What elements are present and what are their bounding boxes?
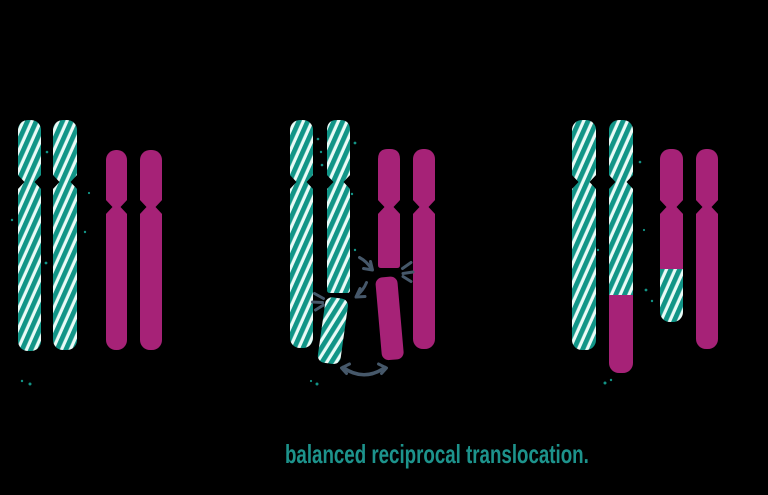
panel-breaks [289,120,436,377]
chromosome-derivative-magenta [659,149,684,322]
swap-arrow-icon [340,362,388,377]
centromere-notch-right [120,199,128,215]
centromere-notch-left [695,199,703,215]
chromosome-derivative-teal [608,120,634,373]
centromere-notch-right [343,174,351,190]
chromosome-body [140,150,162,350]
panel-translocation-result [571,120,719,373]
chromosome-upper-part [327,120,350,293]
caption: balanced reciprocal translocation. [285,439,589,469]
chromosome-teal-1 [571,120,597,350]
speckle-texture [10,137,654,386]
centromere-notch-left [289,174,297,190]
centromere-notch-left [571,174,579,190]
chromosome-body [53,120,77,350]
chromosome-body [572,120,596,350]
centromere-notch-right [711,199,719,215]
chromosome-teal-2 [52,120,78,350]
chromosome-teal-1 [17,120,42,351]
chromosome-body [18,120,41,351]
centromere-notch-right [393,199,401,215]
chromosome-body [413,149,435,349]
centromere-notch-left [17,174,25,190]
centromere-notch-right [428,199,436,215]
centromere-notch-left [377,199,385,215]
centromere-notch-left [326,174,334,190]
chromosome-upper-part [378,149,400,268]
chromosome-magenta-2 [412,149,436,349]
centromere-notch-left [105,199,113,215]
chromosome-body [696,149,718,349]
centromere-notch-right [70,174,78,190]
chromosome-magenta-2 [139,150,163,350]
chromosome-body [660,149,683,322]
chromosome-broken-segment [317,297,348,365]
centromere-notch-left [608,174,616,190]
centromere-notch-right [589,174,597,190]
chromosome-teal-1 [289,120,314,348]
centromere-notch-right [626,174,634,190]
centromere-notch-left [412,199,420,215]
chromosome-body [609,120,633,373]
translocated-magenta-segment [609,295,633,373]
centromere-notch-left [139,199,147,215]
chromosome-broken-segment [375,276,404,361]
centromere-notch-right [34,174,42,190]
chromosome-magenta-2 [695,149,719,349]
chromosome-body [106,150,127,350]
break-arrow-icon [354,281,368,299]
centromere-notch-left [52,174,60,190]
magenta-segment [660,149,683,269]
centromere-notch-left [659,199,667,215]
break-arrow-icon [358,256,374,272]
shatter-spark-icon [311,292,325,312]
translocated-teal-striped-segment [660,269,683,322]
centromere-notch-right [306,174,314,190]
chromosome-magenta-1-broken [375,149,404,361]
centromere-notch-right [676,199,684,215]
centromere-notch-right [155,199,163,215]
shatter-spark-icon [401,261,415,283]
chromosome-teal-2-broken [317,120,351,365]
chromosome-body [290,120,313,348]
panel-original-pairs [17,120,163,351]
chromosome-magenta-1 [105,150,128,350]
teal-striped-segment [609,120,633,295]
